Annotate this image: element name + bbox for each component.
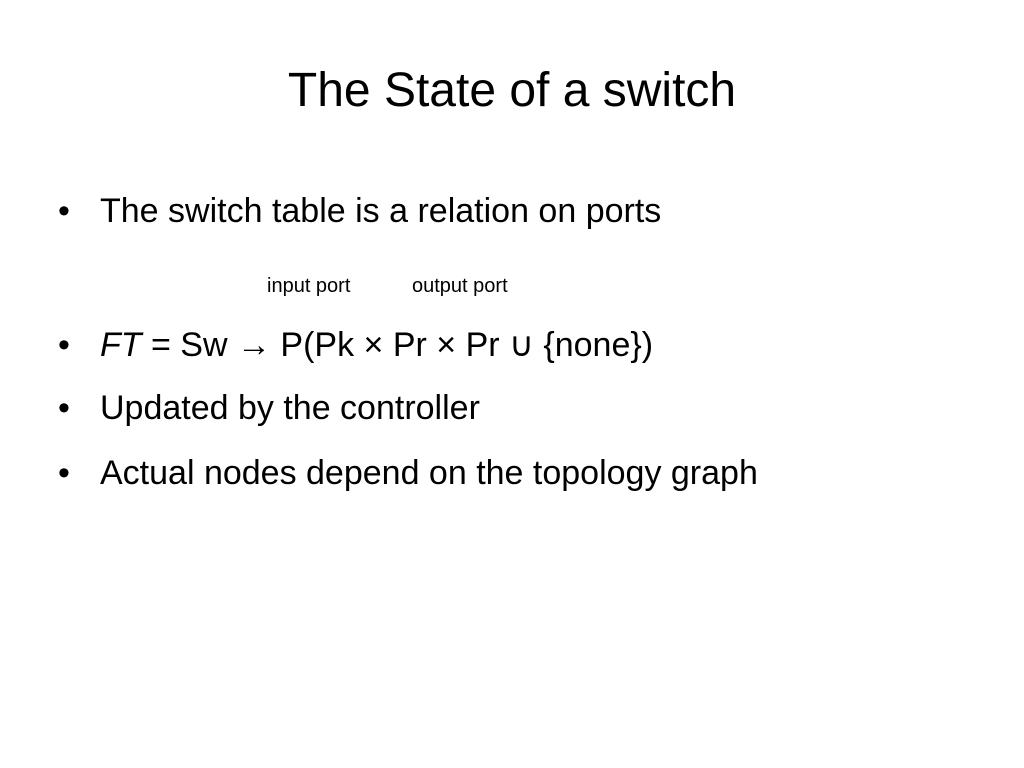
bullet-point-icon: • (58, 326, 70, 364)
bullet-text: Actual nodes depend on the topology grap… (100, 454, 758, 492)
slide-title: The State of a switch (287, 64, 737, 117)
bullet-text: Updated by the controller (100, 389, 480, 427)
bullet-point-icon: • (58, 454, 70, 492)
bullet-item-actual-nodes: • Actual nodes depend on the topology gra… (58, 453, 758, 494)
bullet-item-updated: • Updated by the controller (58, 388, 480, 429)
bullet-item-switch-table: • The switch table is a relation on ports (58, 191, 661, 232)
annotation-input-port: input port (267, 275, 351, 297)
bullet-item-formula: • FT = Sw → P(Pk × Pr × Pr ∪ {none}) (58, 325, 653, 366)
bullet-text: The switch table is a relation on ports (100, 192, 662, 230)
bullet-point-icon: • (58, 389, 70, 427)
bullet-point-icon: • (58, 192, 70, 230)
formula-expression: = Sw → P(Pk × Pr × Pr ∪ {none}) (141, 326, 654, 364)
formula-ft: FT (100, 326, 142, 364)
annotation-output-port: output port (412, 275, 508, 297)
